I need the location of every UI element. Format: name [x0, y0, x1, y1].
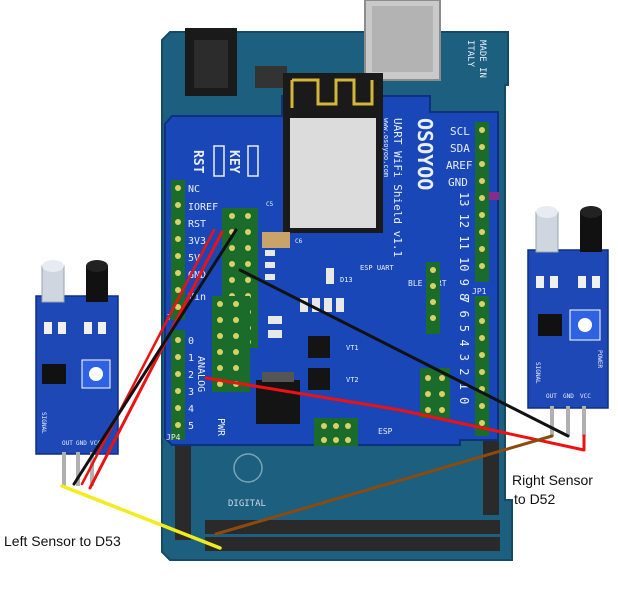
right-digital-header — [483, 440, 499, 515]
left-sensor-gnd: GND — [76, 440, 87, 447]
pin-label-gnd-right: GND — [448, 176, 468, 189]
left-sensor-chip — [42, 364, 66, 384]
breakout-header-grid-2 — [212, 296, 250, 392]
right-sensor-signal: SIGNAL — [534, 362, 541, 384]
left-analog-header — [171, 330, 185, 440]
mounting-hole — [233, 453, 263, 483]
c5-label: C5 — [266, 201, 274, 208]
right-digital-header-bottom — [475, 296, 489, 436]
esp-label: ESP — [378, 427, 393, 436]
vt1-label: VT1 — [346, 344, 359, 352]
digital-header-bottom-row — [205, 537, 500, 551]
left-sensor-red-wire-2 — [80, 228, 216, 486]
website-text: www.osoyoo.com — [382, 118, 390, 177]
jp4-label: JP4 — [166, 433, 181, 442]
right-sensor-label-line1: Right Sensor — [512, 472, 593, 488]
key-button — [247, 145, 259, 177]
right-sensor-gnd: GND — [563, 393, 574, 400]
capacitor — [262, 232, 290, 248]
analog-num-0: 0 — [188, 336, 194, 347]
transistor-vt1 — [308, 336, 330, 358]
pin-label-rst: RST — [188, 219, 206, 230]
pin-label-gnd: GND — [188, 270, 206, 281]
pin-label-sda: SDA — [450, 142, 470, 155]
analog-label: ANALOG — [195, 356, 206, 392]
left-ir-sensor: OUT GND VCC SIGNAL — [35, 260, 119, 486]
right-digital-header-top — [475, 122, 489, 282]
digital-header-top-row — [205, 520, 500, 534]
right-sensor-label-line2: to D52 — [514, 491, 555, 507]
power-header-lower — [175, 440, 191, 540]
smd-components — [265, 250, 344, 338]
right-ir-sensor: OUT GND VCC SIGNAL POWER — [527, 206, 609, 436]
rst-button — [213, 145, 225, 177]
rst-button-label: RST — [190, 150, 205, 174]
uart-select-header — [420, 368, 450, 418]
wires — [60, 228, 586, 550]
vt2-label: VT2 — [346, 376, 359, 384]
pwr-label: PWR — [215, 418, 226, 437]
right-sensor-chip — [538, 314, 562, 336]
key-button-label: KEY — [226, 150, 241, 174]
pin-label-5v: 5V — [188, 253, 200, 264]
jp1-label: JP1 — [472, 287, 487, 296]
analog-num-2: 2 — [188, 370, 194, 381]
made-in-text: MADE IN — [477, 40, 487, 78]
transistor-vt2 — [308, 368, 330, 390]
right-sensor-red-wire — [204, 376, 586, 452]
right-sensor-out: OUT — [546, 393, 557, 400]
right-sensor-black-wire — [238, 268, 570, 438]
left-sensor-yellow-wire — [60, 484, 222, 550]
right-sensor-pins — [550, 406, 586, 436]
digital-pins-top-label: 13 12 11 10 9 8 — [457, 192, 471, 300]
product-text: UART WiFi Shield v1.1 — [391, 118, 404, 257]
analog-num-1: 1 — [188, 353, 194, 364]
digital-pins-bottom-label: 7 6 5 4 3 2 1 0 — [457, 296, 471, 404]
pin-label-ioref: IOREF — [188, 202, 218, 213]
left-sensor-label: Left Sensor to D53 — [4, 533, 121, 549]
left-power-header — [171, 180, 185, 320]
pin-label-nc: NC — [188, 184, 200, 195]
left-sensor-vcc: VCC — [90, 440, 101, 447]
left-power-header-pins — [175, 185, 181, 310]
pin-label-3v3: 3V3 — [188, 236, 206, 247]
c6-label: C6 — [295, 238, 303, 245]
right-sensor-vcc: VCC — [580, 393, 591, 400]
left-sensor-black-wire — [72, 228, 238, 486]
right-ir-receiver — [580, 212, 602, 252]
pin-label-vin: Vin — [188, 292, 206, 303]
analog-num-3: 3 — [188, 387, 194, 398]
digital-label: DIGITAL — [228, 499, 266, 509]
left-analog-header-pins — [175, 337, 181, 428]
left-sensor-red-wire — [88, 230, 224, 490]
left-sensor-pins — [62, 452, 94, 486]
right-sensor-brown-wire — [214, 434, 554, 536]
ble-uart-header — [426, 262, 440, 334]
analog-num-5: 5 — [188, 421, 194, 432]
analog-num-4: 4 — [188, 404, 194, 415]
esp-uart-label: ESP UART — [360, 264, 395, 272]
left-sensor-signal: SIGNAL — [40, 412, 47, 434]
d13-label: D13 — [340, 276, 353, 284]
purple-tab — [489, 192, 499, 200]
brand-text: OSOYOO — [413, 118, 437, 190]
uart-wifi-shield: OSOYOO UART WiFi Shield v1.1 www.osoyoo.… — [164, 73, 499, 446]
pin-label-aref: AREF — [446, 159, 473, 172]
led-d13 — [326, 268, 334, 284]
pin-label-scl: SCL — [450, 125, 470, 138]
left-ir-receiver — [86, 266, 108, 302]
left-sensor-out: OUT — [62, 440, 73, 447]
right-sensor-power: POWER — [596, 350, 603, 368]
italy-text: ITALY — [465, 40, 475, 68]
